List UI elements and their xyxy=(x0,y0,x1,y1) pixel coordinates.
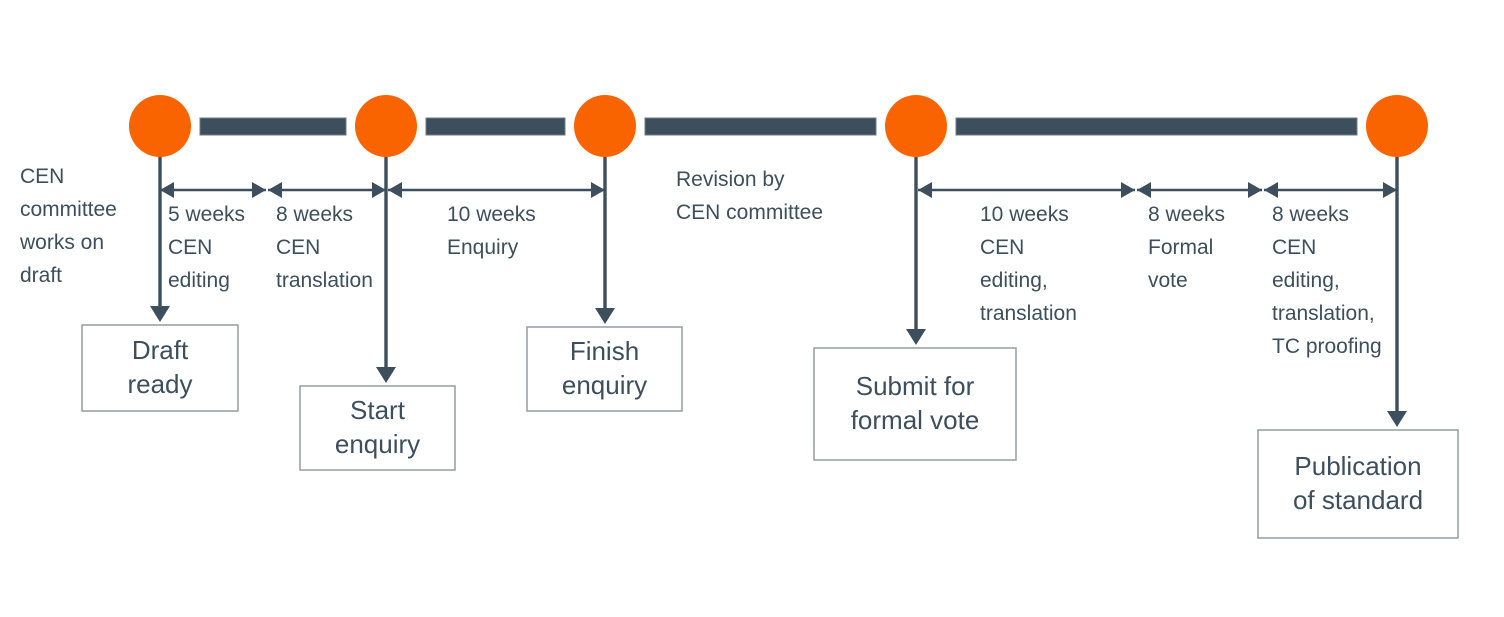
arrow-head-right-icon xyxy=(252,182,266,198)
arrow-head-right-icon xyxy=(591,182,605,198)
arrow-head-left-icon xyxy=(1264,182,1278,198)
arrow-head-right-icon xyxy=(1383,182,1397,198)
arrow-head-down-icon xyxy=(595,308,615,324)
milestone-node-circle[interactable] xyxy=(129,95,191,157)
milestone-node-circle[interactable] xyxy=(1366,95,1428,157)
connector-arrow xyxy=(376,157,396,383)
arrow-head-left-icon xyxy=(388,182,402,198)
arrow-head-right-icon xyxy=(1121,182,1135,198)
arrow-head-left-icon xyxy=(918,182,932,198)
connector-arrow xyxy=(1387,157,1407,427)
measurement-span xyxy=(1264,182,1397,198)
connector-arrow xyxy=(150,157,170,322)
timeline-bar xyxy=(425,117,566,136)
measurement-span xyxy=(918,182,1135,198)
milestone-box-frame xyxy=(299,385,456,471)
arrow-head-left-icon xyxy=(268,182,282,198)
milestone-node-circle[interactable] xyxy=(574,95,636,157)
connector-arrow xyxy=(595,157,615,324)
arrow-head-left-icon xyxy=(160,182,174,198)
arrow-head-down-icon xyxy=(376,367,396,383)
connector-arrow xyxy=(906,157,926,345)
measurement-arrows-group xyxy=(160,182,1397,198)
milestone-box-frame xyxy=(1257,429,1459,539)
milestone-node-circle[interactable] xyxy=(885,95,947,157)
milestone-node-circle[interactable] xyxy=(355,95,417,157)
timeline-bar xyxy=(199,117,347,136)
measurement-span xyxy=(388,182,605,198)
milestone-box-frame xyxy=(81,324,239,412)
milestone-nodes-group xyxy=(129,95,1428,157)
measurement-span xyxy=(160,182,266,198)
timeline-bars-group xyxy=(199,117,1358,136)
milestone-box-frame xyxy=(526,326,683,412)
connector-arrows-group xyxy=(150,157,1407,427)
milestone-box-frame xyxy=(813,347,1017,461)
measurement-span xyxy=(268,182,386,198)
arrow-head-right-icon xyxy=(1248,182,1262,198)
arrow-head-down-icon xyxy=(1387,411,1407,427)
timeline-bar xyxy=(955,117,1358,136)
arrow-head-down-icon xyxy=(906,329,926,345)
arrow-head-down-icon xyxy=(150,306,170,322)
arrow-head-left-icon xyxy=(1137,182,1151,198)
measurement-span xyxy=(1137,182,1262,198)
timeline-bar xyxy=(644,117,877,136)
arrow-head-right-icon xyxy=(372,182,386,198)
